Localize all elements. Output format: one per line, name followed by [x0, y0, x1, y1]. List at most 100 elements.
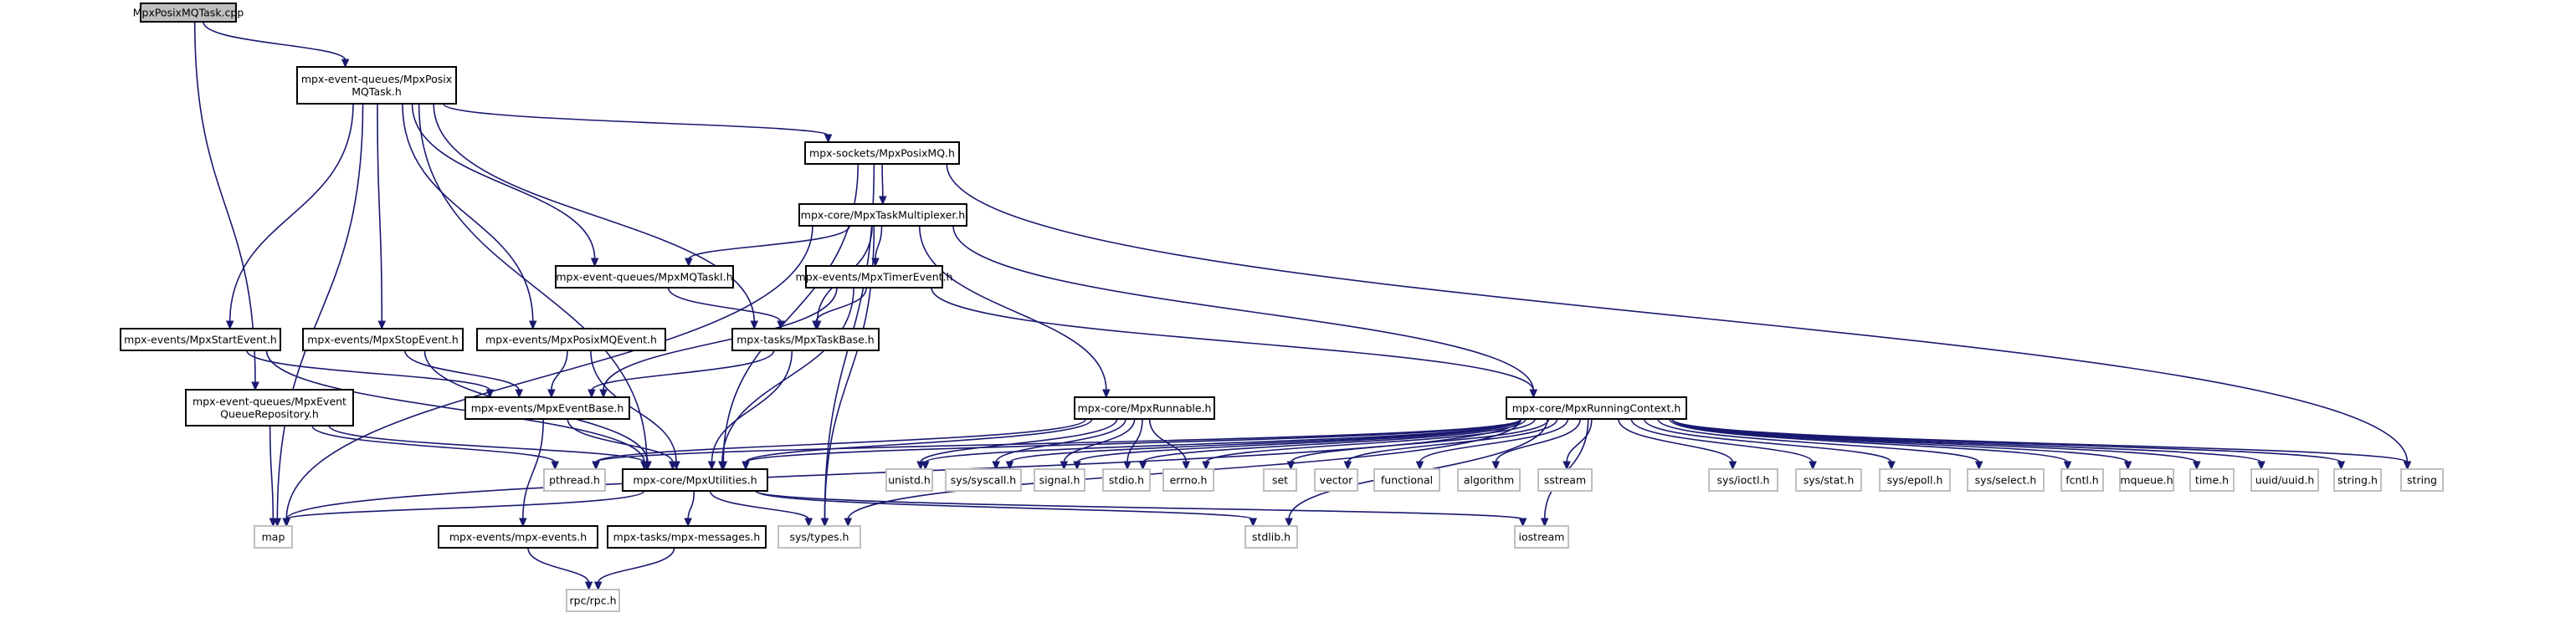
- edge-utilities-to-iostream: [755, 490, 1524, 520]
- node-vector[interactable]: vector: [1314, 468, 1358, 492]
- edge-mqtask_h-to-utilities: [418, 103, 648, 463]
- node-uuid[interactable]: uuid/uuid.h: [2250, 468, 2319, 492]
- edge-arrowhead-mqtask_h-to-task_base: [750, 320, 759, 330]
- node-box-mqtask_h: [296, 66, 457, 105]
- node-label-vector-0: vector: [1320, 474, 1354, 487]
- node-runnable[interactable]: mpx-core/MpxRunnable.h: [1074, 396, 1215, 420]
- node-stat[interactable]: sys/stat.h: [1795, 468, 1862, 492]
- node-stdlib[interactable]: stdlib.h: [1244, 525, 1298, 549]
- node-label-algorithm-0: algorithm: [1464, 474, 1514, 487]
- node-posixmq_event[interactable]: mpx-events/MpxPosixMQEvent.h: [476, 328, 666, 351]
- node-label-sockets_mq-0: mpx-sockets/MpxPosixMQ.h: [809, 147, 955, 160]
- edge-posixmq_event-to-event_base: [551, 350, 568, 391]
- node-sys_types[interactable]: sys/types.h: [777, 525, 861, 549]
- node-rpc[interactable]: rpc/rpc.h: [566, 589, 620, 612]
- edge-running_ctx-to-ioctl: [1618, 418, 1734, 463]
- edge-timer_event-to-event_base: [603, 287, 838, 391]
- edge-arrowhead-cpp-to-mqtask_h: [341, 59, 350, 69]
- node-mqtask_h[interactable]: mpx-event-queues/MpxPosixMQTask.h: [296, 66, 457, 105]
- node-label-stop_event-0: mpx-events/MpxStopEvent.h: [307, 334, 459, 346]
- node-stop_event[interactable]: mpx-events/MpxStopEvent.h: [302, 328, 464, 351]
- edge-running_ctx-to-epoll: [1643, 418, 1892, 463]
- node-label-string-0: string: [2407, 474, 2437, 487]
- node-label-runnable-0: mpx-core/MpxRunnable.h: [1078, 402, 1212, 415]
- node-pthread[interactable]: pthread.h: [543, 468, 606, 492]
- node-box-runnable: [1074, 396, 1215, 420]
- node-fcntl[interactable]: fcntl.h: [2060, 468, 2104, 492]
- edge-cpp-to-event_queue_repo: [193, 21, 256, 384]
- node-box-timer_event: [805, 265, 943, 289]
- node-label-sys_types-0: sys/types.h: [790, 531, 849, 544]
- edge-mpx_messages-to-rpc: [597, 547, 675, 584]
- edge-posixmq_event-to-utilities: [590, 350, 677, 463]
- edge-mqtask_h-to-posixmq_event: [402, 103, 534, 323]
- edge-stop_event-to-event_base: [403, 350, 521, 391]
- node-label-functional-0: functional: [1381, 474, 1433, 487]
- edge-mpx_events_x-to-rpc: [527, 547, 590, 584]
- node-stdio[interactable]: stdio.h: [1102, 468, 1151, 492]
- node-time[interactable]: time.h: [2189, 468, 2235, 492]
- node-ioctl[interactable]: sys/ioctl.h: [1708, 468, 1778, 492]
- node-mpx_messages[interactable]: mpx-tasks/mpx-messages.h: [607, 525, 767, 549]
- node-cpp[interactable]: MpxPosixMQTask.cpp: [133, 3, 244, 23]
- node-label-posixmq_event-0: mpx-events/MpxPosixMQEvent.h: [485, 334, 657, 346]
- node-signal[interactable]: signal.h: [1034, 468, 1085, 492]
- node-functional[interactable]: functional: [1373, 468, 1440, 492]
- node-label-event_queue_repo-1: QueueRepository.h: [220, 408, 319, 421]
- node-event_base[interactable]: mpx-events/MpxEventBase.h: [464, 396, 630, 420]
- node-utilities[interactable]: mpx-core/MpxUtilities.h: [622, 468, 768, 492]
- node-sockets_mq[interactable]: mpx-sockets/MpxPosixMQ.h: [804, 141, 960, 165]
- edge-running_ctx-to-unistd: [924, 418, 1521, 463]
- node-string[interactable]: string: [2400, 468, 2444, 492]
- node-label-stdio-0: stdio.h: [1109, 474, 1144, 487]
- node-set[interactable]: set: [1263, 468, 1297, 492]
- edges-layer: [193, 21, 2412, 591]
- node-task_base[interactable]: mpx-tasks/MpxTaskBase.h: [731, 328, 880, 351]
- node-mpx_events_x[interactable]: mpx-events/mpx-events.h: [438, 525, 598, 549]
- edge-running_ctx-to-stat: [1630, 418, 1814, 463]
- node-algorithm[interactable]: algorithm: [1457, 468, 1521, 492]
- edge-arrowhead-task_mux-to-mqtaski: [685, 258, 693, 268]
- node-string_h[interactable]: string.h: [2333, 468, 2382, 492]
- node-timer_event[interactable]: mpx-events/MpxTimerEvent.h: [796, 265, 953, 289]
- edge-arrowhead-timer_event-to-task_base: [812, 320, 820, 330]
- node-label-iostream-0: iostream: [1519, 531, 1565, 544]
- node-syscall[interactable]: sys/syscall.h: [945, 468, 1022, 492]
- node-mqueue[interactable]: mqueue.h: [2119, 468, 2174, 492]
- node-unistd[interactable]: unistd.h: [885, 468, 933, 492]
- node-box-syscall: [945, 468, 1022, 492]
- node-box-event_base: [464, 396, 630, 420]
- edge-arrowhead-task_base-to-event_base: [588, 389, 596, 399]
- node-box-sstream: [1537, 468, 1593, 492]
- edge-arrowhead-utilities-to-stdlib: [1249, 518, 1258, 528]
- edge-arrowhead-running_ctx-to-iostream: [1540, 518, 1549, 528]
- node-box-running_ctx: [1506, 396, 1687, 420]
- node-mqtaski[interactable]: mpx-event-queues/MpxMQTaskI.h: [555, 265, 734, 289]
- node-errno[interactable]: errno.h: [1162, 468, 1214, 492]
- node-sstream[interactable]: sstream: [1537, 468, 1593, 492]
- edge-arrowhead-mqtask_h-to-posixmq_event: [528, 320, 537, 330]
- node-iostream[interactable]: iostream: [1514, 525, 1569, 549]
- edge-task_mux-to-running_ctx: [952, 225, 1535, 391]
- edge-arrowhead-task_mux-to-runnable: [1102, 389, 1111, 399]
- node-select[interactable]: sys/select.h: [1967, 468, 2045, 492]
- node-label-map-0: map: [262, 531, 285, 544]
- edge-arrowhead-running_ctx-to-errno: [1202, 461, 1210, 471]
- node-event_queue_repo[interactable]: mpx-event-queues/MpxEventQueueRepository…: [185, 389, 354, 426]
- edge-arrowhead-task_mux-to-sys_types: [820, 518, 829, 528]
- edge-task_mux-to-runnable: [918, 225, 1107, 391]
- node-box-task_base: [731, 328, 880, 351]
- node-start_event[interactable]: mpx-events/MpxStartEvent.h: [120, 328, 281, 351]
- node-label-event_base-0: mpx-events/MpxEventBase.h: [471, 402, 624, 415]
- node-task_mux[interactable]: mpx-core/MpxTaskMultiplexer.h: [798, 203, 967, 227]
- edge-utilities-to-stdlib: [755, 490, 1255, 520]
- node-running_ctx[interactable]: mpx-core/MpxRunningContext.h: [1506, 396, 1687, 420]
- node-label-time-0: time.h: [2195, 474, 2229, 487]
- edge-utilities-to-sys_types: [709, 490, 810, 520]
- node-map[interactable]: map: [254, 525, 293, 549]
- node-epoll[interactable]: sys/epoll.h: [1879, 468, 1951, 492]
- edge-running_ctx-to-signal: [1076, 418, 1521, 463]
- edge-runnable-to-unistd: [920, 418, 1118, 463]
- node-box-errno: [1162, 468, 1214, 492]
